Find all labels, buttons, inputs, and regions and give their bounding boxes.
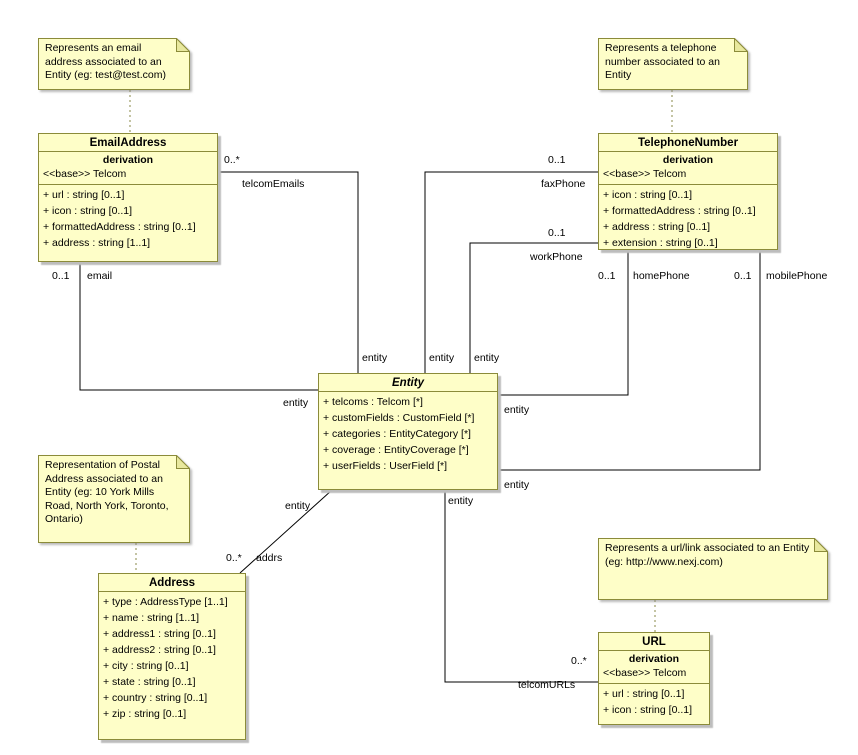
attribute: + icon : string [0..1] xyxy=(603,704,693,716)
attribute: + categories : EntityCategory [*] xyxy=(323,428,471,440)
multiplicity-home-phone: 0..1 xyxy=(598,270,616,282)
base-stereotype: <<base>> Telcom xyxy=(43,168,127,180)
role-email: email xyxy=(87,270,113,282)
association-fax-phone xyxy=(424,171,598,373)
class-name: URL xyxy=(642,636,666,648)
role-addrs: addrs xyxy=(256,552,283,564)
base-stereotype: <<base>> Telcom xyxy=(603,168,687,180)
note-postal: Representation of Postal Address associa… xyxy=(38,455,190,543)
attribute: + icon : string [0..1] xyxy=(43,205,133,217)
multiplicity-mobile-phone: 0..1 xyxy=(734,270,752,282)
multiplicity-telcom-emails: 0..* xyxy=(224,154,240,166)
role-entity: entity xyxy=(429,352,455,364)
attribute: + address : string [1..1] xyxy=(43,237,151,249)
role-entity: entity xyxy=(283,397,309,409)
attribute: + customFields : CustomField [*] xyxy=(323,412,475,424)
association-email xyxy=(79,262,318,391)
note-text: Represents a telephone number associated… xyxy=(605,42,720,81)
class-telephone-number: TelephoneNumber derivation <<base>> Telc… xyxy=(598,133,778,250)
attribute: + name : string [1..1] xyxy=(103,612,200,624)
attribute: + extension : string [0..1] xyxy=(603,237,718,249)
role-entity: entity xyxy=(448,495,474,507)
attribute: + icon : string [0..1] xyxy=(603,189,693,201)
class-name: EmailAddress xyxy=(89,137,167,149)
note-url: Represents a url/link associated to an E… xyxy=(598,538,828,600)
multiplicity-telcom-urls: 0..* xyxy=(571,655,587,667)
attribute: + telcoms : Telcom [*] xyxy=(323,396,423,408)
attribute: + url : string [0..1] xyxy=(43,189,125,201)
attribute: + formattedAddress : string [0..1] xyxy=(43,221,196,233)
class-address: Address + type : AddressType [1..1] + na… xyxy=(98,573,246,740)
multiplicity-fax-phone: 0..1 xyxy=(548,154,566,166)
note-text: Represents an email address associated t… xyxy=(45,42,166,81)
multiplicity-email: 0..1 xyxy=(52,270,70,282)
association-home-phone xyxy=(498,250,629,396)
attributes-compartment: + url : string [0..1] + icon : string [0… xyxy=(599,683,709,722)
attribute: + address1 : string [0..1] xyxy=(103,628,216,640)
role-fax-phone: faxPhone xyxy=(541,178,586,190)
role-entity: entity xyxy=(474,352,500,364)
compartment-label: derivation xyxy=(628,653,680,665)
derivation-compartment: derivation <<base>> Telcom xyxy=(39,151,217,184)
association-telcom-urls xyxy=(444,490,598,683)
class-name: Address xyxy=(148,577,196,589)
derivation-compartment: derivation <<base>> Telcom xyxy=(599,151,777,184)
attribute: + formattedAddress : string [0..1] xyxy=(603,205,756,217)
role-home-phone: homePhone xyxy=(633,270,690,282)
role-entity: entity xyxy=(504,479,530,491)
note-text: Representation of Postal Address associa… xyxy=(45,459,169,525)
role-telcom-urls: telcomURLs xyxy=(518,679,576,691)
base-stereotype: <<base>> Telcom xyxy=(603,667,687,679)
note-telephone: Represents a telephone number associated… xyxy=(598,38,748,90)
compartment-label: derivation xyxy=(662,154,714,166)
attribute: + country : string [0..1] xyxy=(103,692,208,704)
association-telcom-emails xyxy=(218,171,359,373)
attribute: + url : string [0..1] xyxy=(603,688,685,700)
role-telcom-emails: telcomEmails xyxy=(242,178,305,190)
attributes-compartment: + type : AddressType [1..1] + name : str… xyxy=(99,591,245,726)
attribute: + userFields : UserField [*] xyxy=(323,460,448,472)
role-entity: entity xyxy=(504,404,530,416)
association-mobile-phone xyxy=(498,250,761,471)
multiplicity-work-phone: 0..1 xyxy=(548,227,566,239)
class-name: Entity xyxy=(392,377,424,389)
attribute: + city : string [0..1] xyxy=(103,660,189,672)
attribute: + address2 : string [0..1] xyxy=(103,644,216,656)
role-work-phone: workPhone xyxy=(530,251,583,263)
derivation-compartment: derivation <<base>> Telcom xyxy=(599,650,709,683)
attribute: + address : string [0..1] xyxy=(603,221,711,233)
class-entity: Entity + telcoms : Telcom [*] + customFi… xyxy=(318,373,498,490)
note-shape xyxy=(38,38,190,90)
attribute: + type : AddressType [1..1] xyxy=(103,596,228,608)
note-shape xyxy=(598,38,748,90)
compartment-label: derivation xyxy=(102,154,154,166)
association-addrs xyxy=(239,489,333,574)
multiplicity-addrs: 0..* xyxy=(226,552,242,564)
class-email-address: EmailAddress derivation <<base>> Telcom … xyxy=(38,133,218,262)
note-shape xyxy=(38,455,190,543)
attribute: + coverage : EntityCoverage [*] xyxy=(323,444,469,456)
role-entity: entity xyxy=(285,500,311,512)
attributes-compartment: + telcoms : Telcom [*] + customFields : … xyxy=(319,391,497,478)
note-text: Represents a url/link associated to an E… xyxy=(605,542,810,568)
note-shape xyxy=(598,538,828,600)
role-mobile-phone: mobilePhone xyxy=(766,270,828,282)
association-work-phone xyxy=(469,242,598,373)
attributes-compartment: + url : string [0..1] + icon : string [0… xyxy=(39,184,217,255)
attribute: + zip : string [0..1] xyxy=(103,708,187,720)
attribute: + state : string [0..1] xyxy=(103,676,196,688)
attributes-compartment: + icon : string [0..1] + formattedAddres… xyxy=(599,184,777,249)
class-url: URL derivation <<base>> Telcom + url : s… xyxy=(598,632,710,725)
class-name: TelephoneNumber xyxy=(637,137,739,149)
note-email: Represents an email address associated t… xyxy=(38,38,190,90)
role-entity: entity xyxy=(362,352,388,364)
